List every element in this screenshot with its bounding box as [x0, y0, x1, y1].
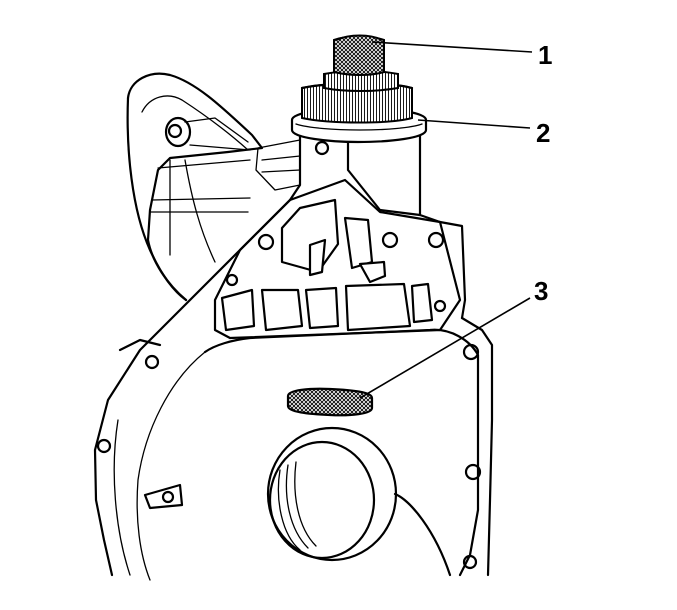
callout-1: 1	[371, 40, 552, 70]
casting-ribs	[213, 178, 462, 340]
callout-3-leader	[359, 297, 531, 399]
callout-2-label: 2	[536, 118, 550, 148]
filter-housing	[255, 126, 467, 320]
callout-3-label: 3	[534, 276, 548, 306]
callout-2-leader	[417, 119, 531, 129]
filter-cap	[290, 82, 428, 144]
o-ring-seal	[286, 387, 374, 417]
tool-adapter	[323, 34, 399, 92]
callout-1-leader	[371, 41, 533, 53]
callout-3: 3	[359, 276, 548, 399]
crankshaft-bore	[266, 426, 452, 577]
mounting-bracket	[126, 72, 264, 302]
callout-1-label: 1	[538, 40, 552, 70]
callout-2: 2	[417, 118, 550, 148]
